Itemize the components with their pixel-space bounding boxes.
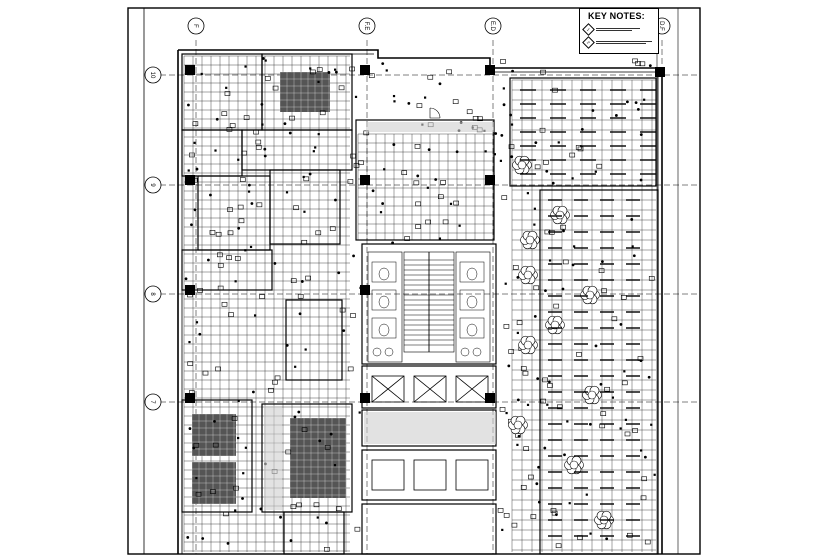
door-swing: [429, 107, 441, 119]
wc-fixtures: [371, 261, 485, 357]
tree-icon: [545, 315, 565, 335]
tree-icon: [518, 265, 538, 285]
grid-bubble-column: [484, 17, 502, 35]
grid-bubble-row: [144, 66, 162, 84]
grid-bubble-label: D.F: [658, 21, 664, 31]
grid-bubble-label: F.E: [363, 22, 369, 31]
key-note-number: 1: [585, 26, 592, 33]
tree-icon: [520, 230, 540, 250]
structural-columns: [185, 65, 665, 403]
grid-bubble-column: [187, 17, 205, 35]
key-note-number: 2: [585, 39, 592, 46]
tree-icon: [550, 205, 570, 225]
tree-icon: [580, 285, 600, 305]
tree-icon: [512, 155, 532, 175]
grid-bubble-label: F: [192, 24, 198, 28]
ceiling-grid-right: [511, 79, 656, 552]
light-fixtures: [184, 57, 656, 552]
grid-bubble-label: 8: [149, 292, 155, 296]
key-notes-title: KEY NOTES:: [588, 11, 645, 21]
key-note-diamond-icon: 1: [582, 23, 595, 36]
grid-bubble-row: [144, 393, 162, 411]
tree-icon: [508, 415, 528, 435]
stair-core: [403, 251, 455, 353]
key-note-1: 1: [582, 23, 640, 36]
key-note-diamond-icon: 2: [582, 36, 595, 49]
grid-bubble-label: 10: [149, 72, 155, 79]
grid-bubble-row: [144, 285, 162, 303]
grid-bubble-label: E.D: [489, 21, 495, 32]
grid-bubbles-rows: 10 9 8 7: [144, 66, 162, 411]
key-note-text-lines: [596, 28, 640, 31]
key-note-2: 2: [582, 36, 652, 49]
tree-icon: [518, 335, 538, 355]
dark-zone-grid: [191, 71, 347, 505]
tree-icon: [564, 455, 584, 475]
stipple-bands: [264, 122, 496, 510]
linear-light-strips: [520, 89, 656, 537]
grid-bubble-row: [144, 176, 162, 194]
planter-symbols: [508, 155, 614, 530]
grid-bubble-label: 9: [149, 183, 155, 187]
restroom-blocks: [367, 251, 491, 363]
grid-bubble-column: [358, 17, 376, 35]
key-note-text-lines: [596, 41, 652, 44]
elevator-cars: [371, 375, 489, 491]
key-notes-box: KEY NOTES: 1 2: [579, 8, 659, 54]
tree-icon: [582, 385, 602, 405]
grid-bubble-label: 7: [149, 400, 155, 404]
grid-bubbles-columns: F F.E E.D D.F: [187, 17, 671, 35]
